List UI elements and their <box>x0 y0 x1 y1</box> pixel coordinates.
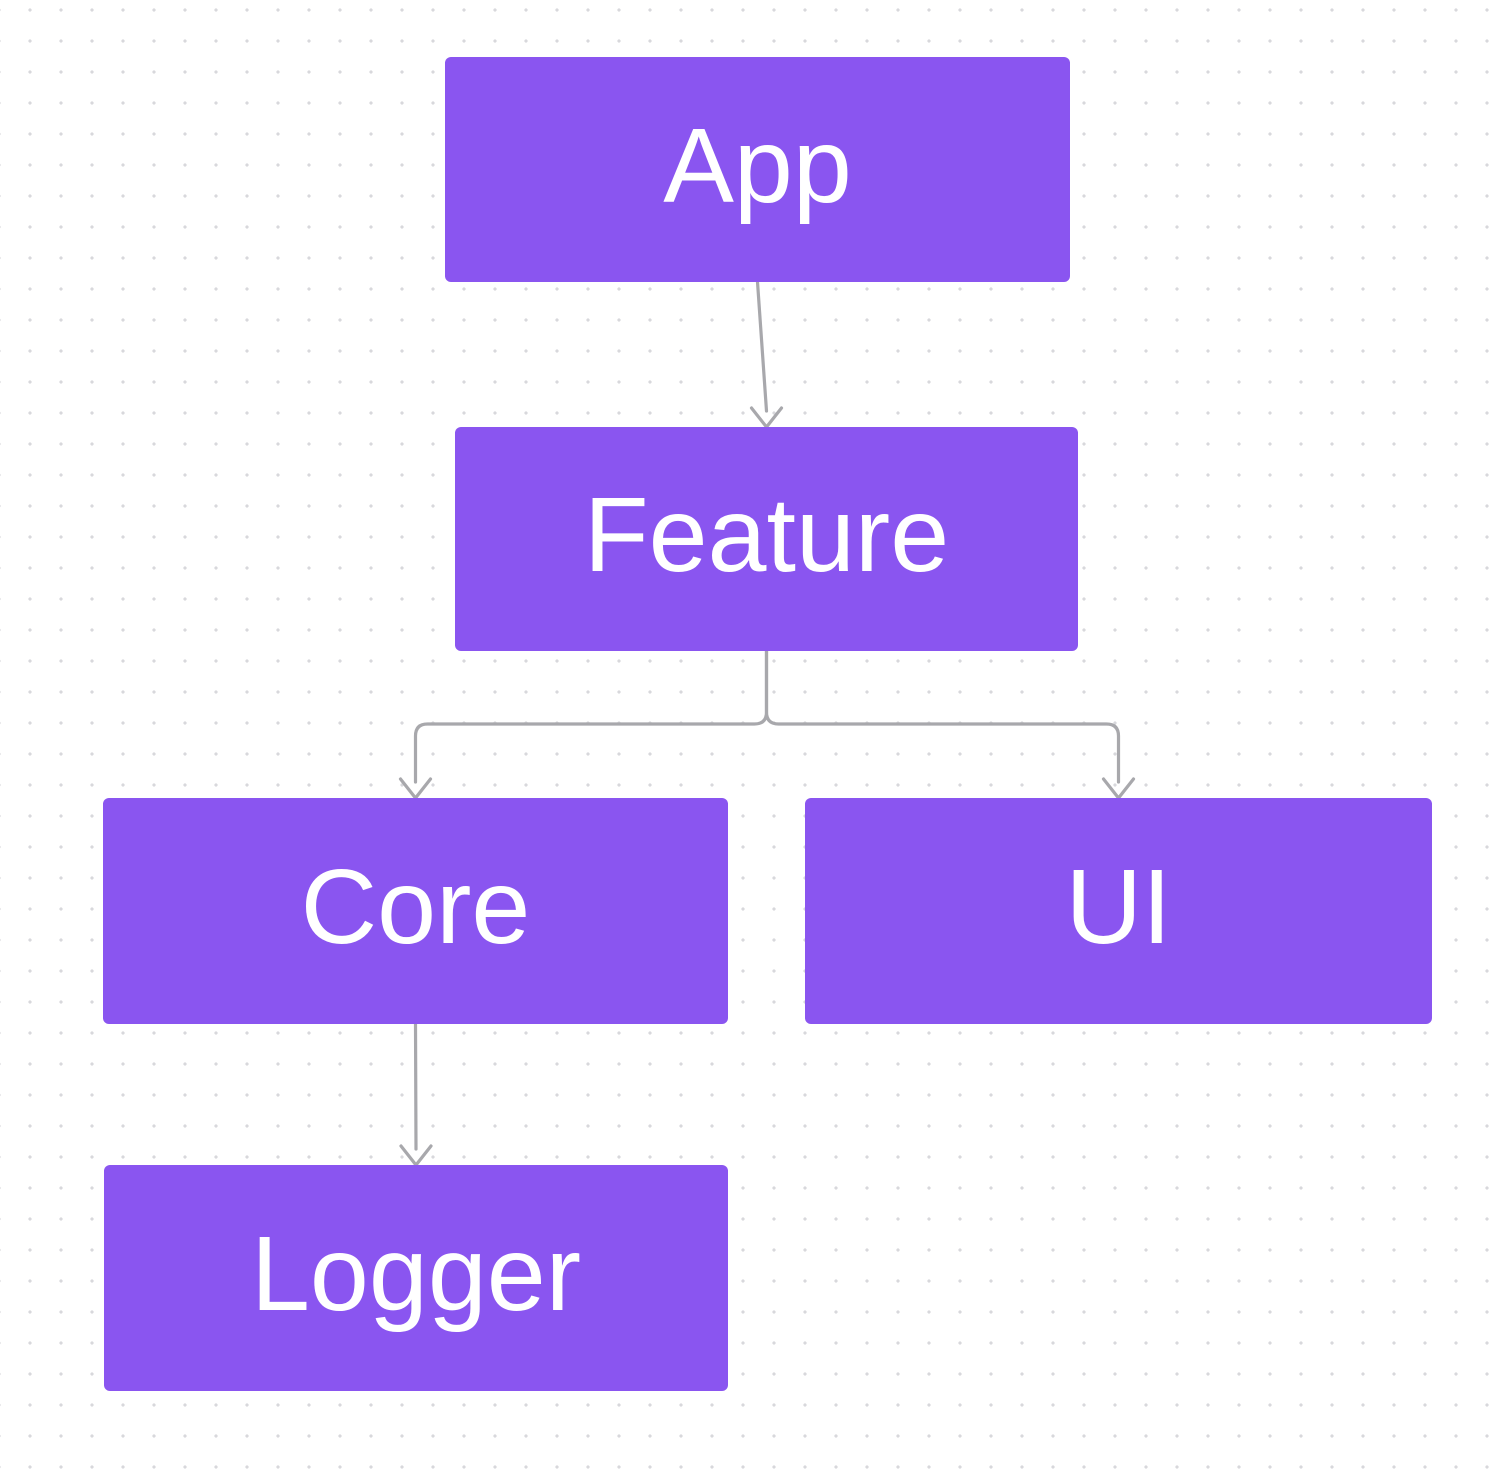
diagram-node-logger[interactable]: Logger <box>104 1165 728 1391</box>
node-label: Core <box>300 848 531 966</box>
edge-feature-ui-arrowhead[interactable] <box>1101 777 1136 801</box>
diagram-node-ui[interactable]: UI <box>805 798 1432 1024</box>
diagram-node-feature[interactable]: Feature <box>455 427 1078 651</box>
edge-app-feature-arrowhead[interactable] <box>749 406 784 430</box>
node-label: Logger <box>250 1215 582 1333</box>
edge-feature-core-arrowhead[interactable] <box>398 777 433 801</box>
node-label: App <box>663 106 852 225</box>
edge-app-feature[interactable] <box>755 280 769 413</box>
diagram-node-app[interactable]: App <box>445 57 1070 282</box>
diagram-node-core[interactable]: Core <box>103 798 728 1024</box>
edge-feature-ui[interactable] <box>764 649 1121 784</box>
node-label: Feature <box>583 476 950 594</box>
node-label: UI <box>1065 848 1172 966</box>
edge-core-logger-arrowhead[interactable] <box>399 1144 433 1168</box>
edge-feature-core[interactable] <box>413 649 769 784</box>
edge-core-logger[interactable] <box>413 1022 418 1151</box>
